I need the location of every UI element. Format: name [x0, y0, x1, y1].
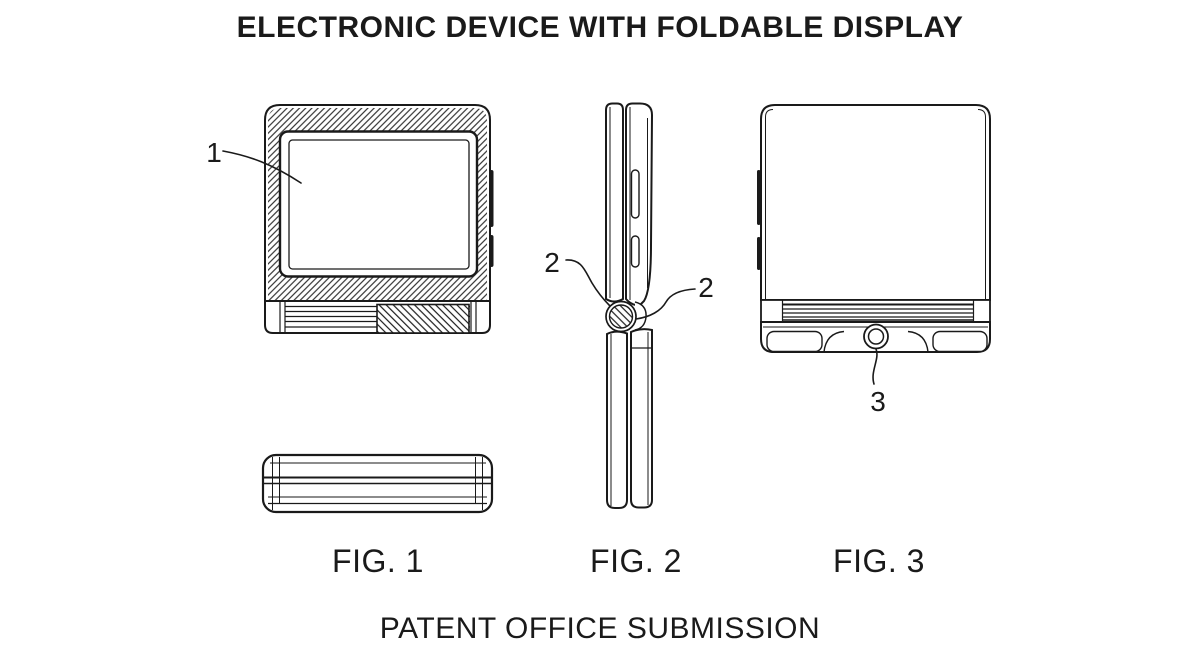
fig3-hinge-strip — [760, 299, 991, 323]
fig1-volume-button — [489, 170, 494, 227]
ref1-leader-line — [222, 150, 302, 184]
fig3-caption: FIG. 3 — [833, 543, 925, 579]
ref2-left-leader-line — [565, 259, 611, 307]
fig3-volume-button — [757, 170, 761, 225]
fig2-side-view-drawing — [565, 102, 696, 509]
fig2-volume-button-slot — [630, 169, 640, 219]
fig3-back-panel — [760, 104, 991, 301]
fig1-hinge-hatch-block — [376, 303, 470, 334]
fig1-power-button — [489, 235, 494, 267]
document-footer: PATENT OFFICE SUBMISSION — [379, 612, 821, 645]
fig3-back-view-drawing — [757, 104, 991, 385]
fig3-power-button — [757, 237, 761, 270]
ref2-right-leader-line — [635, 288, 696, 320]
fig1-front-view-drawing — [222, 104, 494, 514]
fig3-camera-lens-inner — [867, 328, 885, 345]
ref-numeral-hinge-right: 2 — [698, 272, 714, 303]
ref-numeral-hinge-left: 2 — [544, 247, 560, 278]
ref-numeral-display: 1 — [206, 137, 222, 168]
fig2-power-button-slot — [630, 235, 640, 268]
fig1-screen — [288, 139, 470, 270]
fig1-folded-device-drawing — [261, 453, 494, 514]
fig2-caption: FIG. 2 — [590, 543, 682, 579]
ref-numeral-camera: 3 — [870, 386, 886, 417]
fig1-caption: FIG. 1 — [332, 543, 424, 579]
document-title: ELECTRONIC DEVICE WITH FOLDABLE DISPLAY — [236, 11, 964, 44]
ref3-leader-line — [872, 348, 878, 385]
fig2-hinge-hatched-core — [608, 304, 634, 329]
